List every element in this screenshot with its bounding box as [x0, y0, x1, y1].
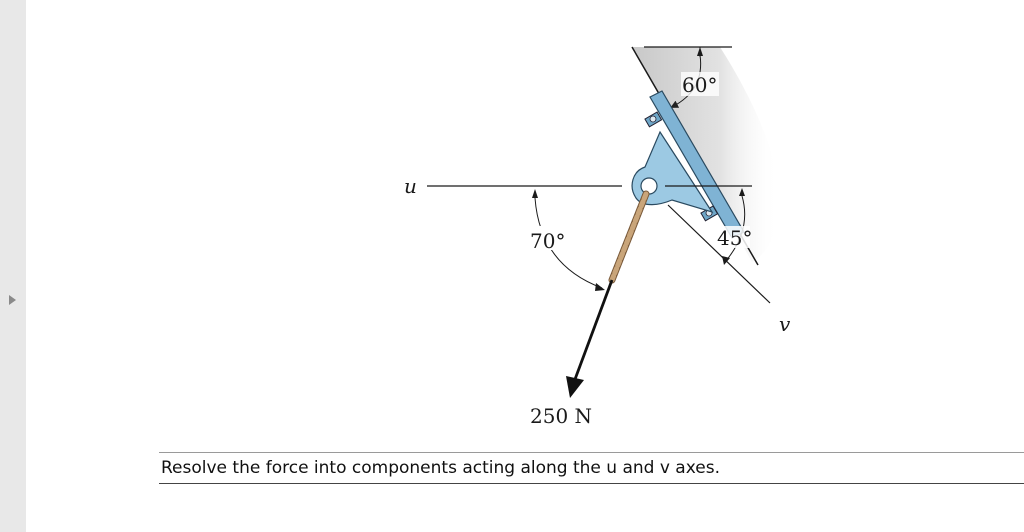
problem-statement-bar: Resolve the force into components acting…: [159, 452, 1024, 484]
problem-statement: Resolve the force into components acting…: [161, 458, 720, 478]
rope: [608, 190, 650, 284]
v-axis-label: v: [779, 312, 791, 336]
expand-arrow-icon[interactable]: [9, 295, 16, 305]
upper-bolt: [644, 111, 663, 128]
angle-70-arc: [534, 197, 603, 289]
angle-45-label-bg: [716, 226, 750, 248]
angle-60-arrowhead: [697, 47, 703, 56]
angle-60-label-bg: [681, 72, 719, 96]
angle-45-arrowhead-top: [739, 188, 745, 196]
lower-bolt: [700, 205, 719, 222]
force-diagram: u v 45° 70° 60° 250 N: [404, 46, 791, 428]
angle-70-label-bg: [528, 226, 568, 250]
force-magnitude-label: 250 N: [530, 404, 592, 428]
angle-60-label: 60°: [682, 73, 717, 97]
bracket-hole: [640, 177, 658, 195]
u-axis-label: u: [404, 174, 417, 198]
wall-shading: [632, 47, 779, 262]
left-gutter: [0, 0, 26, 532]
angle-70-label: 70°: [530, 229, 565, 253]
v-axis-line: [667, 204, 771, 304]
angle-70-arrowhead-bottom: [595, 283, 605, 291]
force-arrow-shaft: [572, 279, 614, 383]
angle-45-arrowhead-bottom: [722, 256, 730, 265]
angle-45-label: 45°: [717, 226, 752, 250]
angle-70-arrowhead-top: [532, 189, 538, 198]
force-arrowhead: [566, 376, 584, 398]
